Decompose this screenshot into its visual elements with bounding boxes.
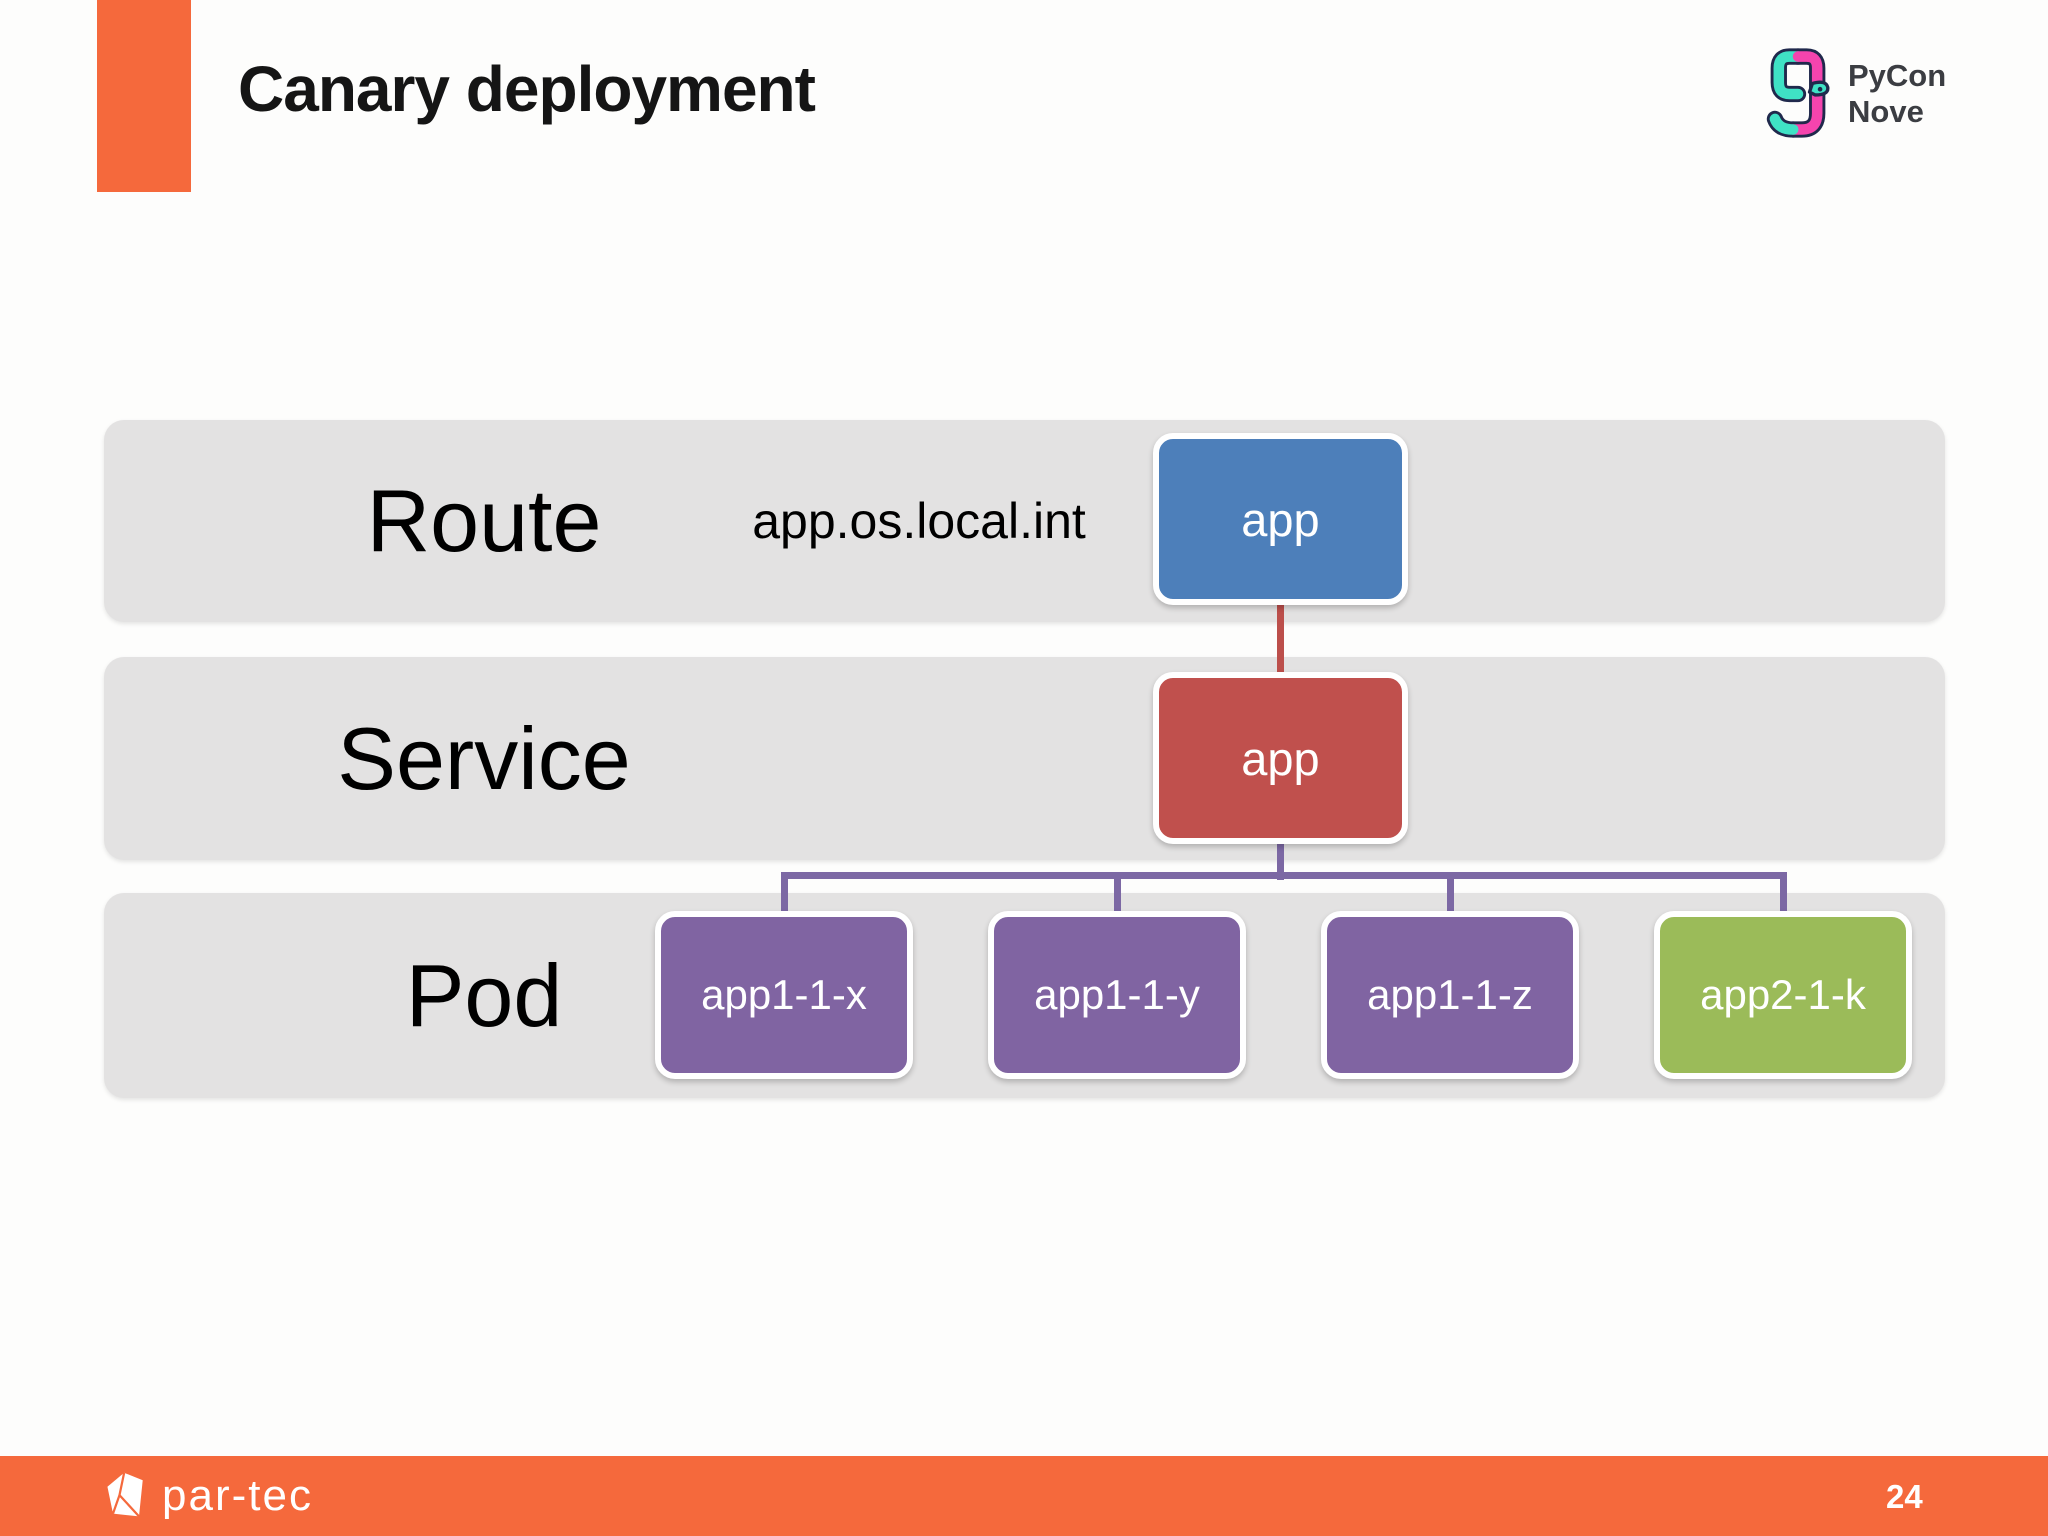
title-accent-bar <box>97 0 191 192</box>
pycon-nove-icon <box>1766 48 1830 138</box>
route-app-box: app <box>1153 433 1408 605</box>
pod-box-app1-1-z: app1-1-z <box>1321 911 1579 1079</box>
page-number: 24 <box>1886 1478 1923 1515</box>
service-to-pods-connector-stem <box>1277 835 1284 880</box>
pycon-nove-logo: PyCon Nove <box>1766 46 1946 142</box>
pycon-wordmark-line2: Nove <box>1848 94 1924 129</box>
route-band: Route app.os.local.int <box>104 420 1945 622</box>
pycon-nove-wordmark: PyCon Nove <box>1848 58 1946 130</box>
service-band-label: Service <box>337 708 631 808</box>
pod-box-app1-1-x: app1-1-x <box>655 911 913 1079</box>
partec-icon <box>107 1472 143 1518</box>
service-app-box: app <box>1153 672 1408 844</box>
pod-box-app2-1-k: app2-1-k <box>1654 911 1912 1079</box>
connector-stub-pod-4 <box>1780 872 1787 918</box>
connector-stub-pod-2 <box>1114 872 1121 918</box>
connector-stub-pod-1 <box>781 872 788 918</box>
route-hostname: app.os.local.int <box>752 493 1086 549</box>
pods-connector-horizontal <box>781 872 1787 879</box>
pod-band-label: Pod <box>405 945 563 1045</box>
route-to-service-connector <box>1277 595 1284 687</box>
route-band-label: Route <box>366 471 602 570</box>
partec-wordmark: par-tec <box>162 1471 313 1520</box>
footer-bar: par-tec 24 <box>0 1456 2048 1536</box>
partec-logo: par-tec <box>100 1456 313 1536</box>
pod-box-app1-1-y: app1-1-y <box>988 911 1246 1079</box>
slide-title: Canary deployment <box>238 53 816 125</box>
service-band: Service <box>104 657 1945 860</box>
pycon-wordmark-line1: PyCon <box>1848 58 1947 93</box>
connector-stub-pod-3 <box>1447 872 1454 918</box>
